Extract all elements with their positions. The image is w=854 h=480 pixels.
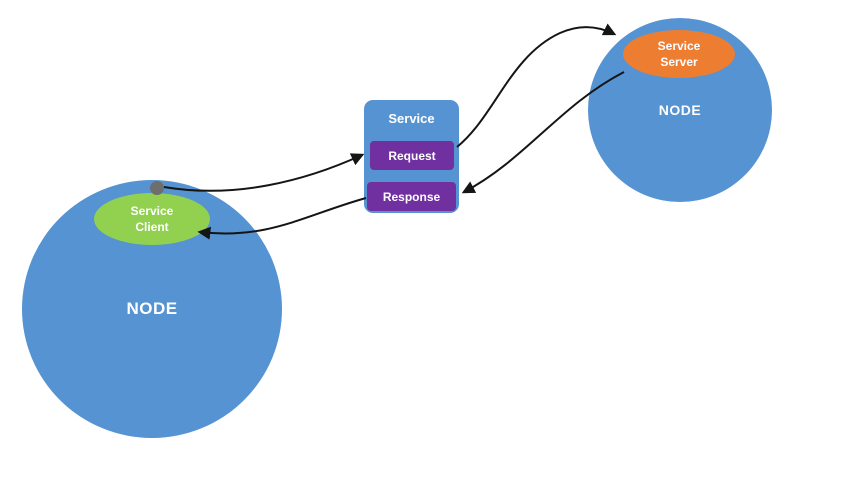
right-node-label: NODE — [658, 102, 702, 118]
arrow-client-to-request — [163, 153, 365, 192]
request-label: Request — [388, 148, 436, 163]
service-box-title: Service — [388, 111, 435, 126]
service-client-label-line1: Service — [130, 203, 174, 218]
service-client-ellipse: Service Client — [94, 193, 210, 245]
response-box: Response — [367, 182, 456, 211]
client-connector-dot-icon — [150, 181, 164, 195]
service-server-ellipse: Service Server — [623, 30, 735, 78]
left-node-label: NODE — [126, 299, 178, 318]
service-client-label-line2: Client — [135, 220, 169, 234]
service-server-label-line2: Server — [660, 55, 698, 69]
response-label: Response — [382, 189, 441, 204]
service-server-label-line1: Service — [657, 38, 701, 53]
request-box: Request — [370, 141, 454, 170]
